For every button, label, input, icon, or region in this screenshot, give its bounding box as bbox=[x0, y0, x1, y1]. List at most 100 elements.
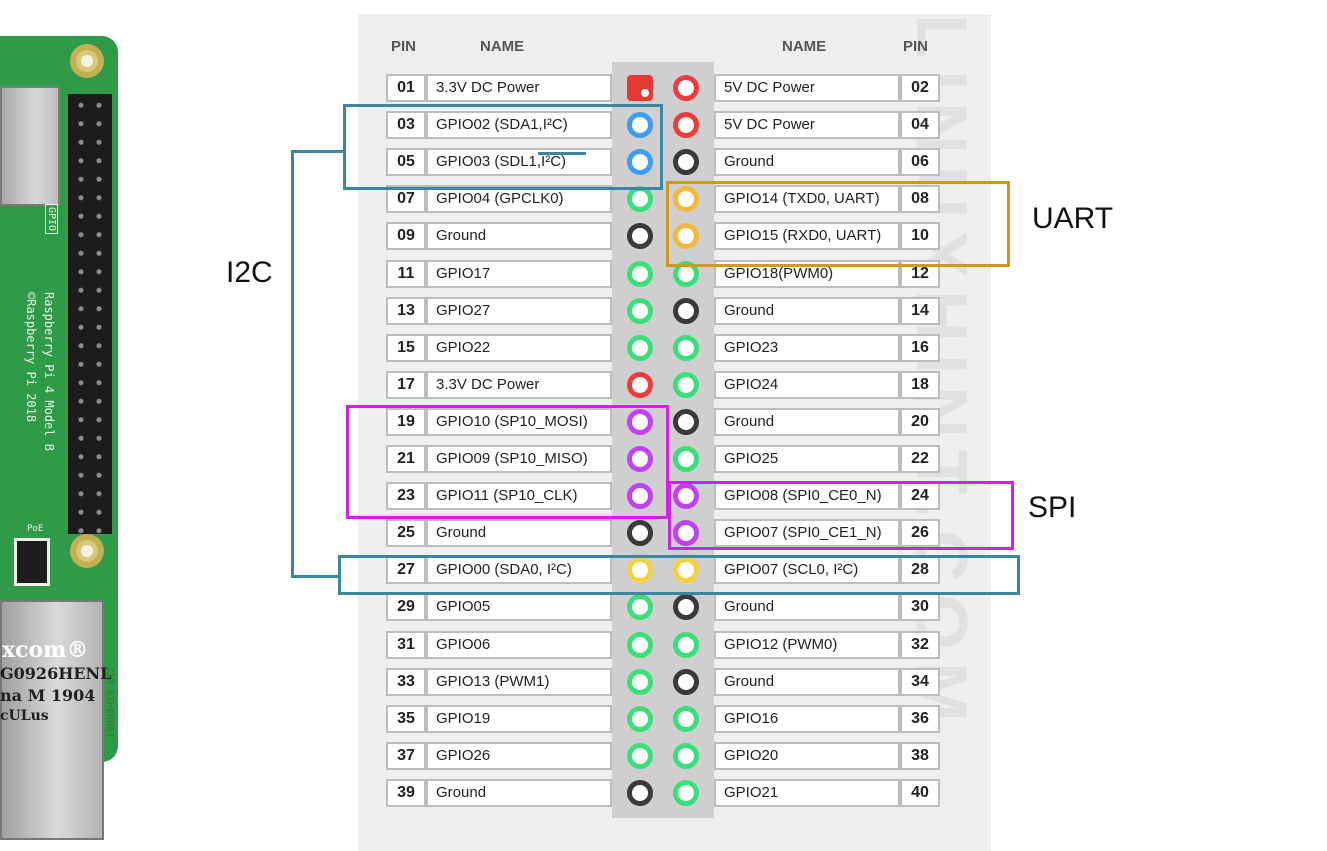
pin-name-right: GPIO23 bbox=[714, 334, 900, 362]
pin-name-right: GPIO08 (SPI0_CE0_N) bbox=[714, 482, 900, 510]
pin-number-left: 19 bbox=[386, 408, 426, 436]
pin-name-right: 5V DC Power bbox=[714, 74, 900, 102]
silk-model: Raspberry Pi 4 Model B bbox=[42, 292, 56, 451]
pin-name-left: GPIO09 (SP10_MISO) bbox=[426, 445, 612, 473]
header-name-left: NAME bbox=[480, 38, 525, 55]
chip-cert-mark: cULus bbox=[0, 708, 49, 724]
chip-part-number: G0926HENL bbox=[0, 664, 112, 683]
header-pin-left: PIN bbox=[391, 38, 417, 55]
pin-name-left: GPIO05 bbox=[426, 593, 612, 621]
pin-dot-right bbox=[673, 706, 699, 732]
pin-dot-right bbox=[673, 223, 699, 249]
pin-dot-right bbox=[673, 409, 699, 435]
spi-box-left bbox=[346, 405, 669, 519]
pin-dot-left bbox=[627, 298, 653, 324]
pin-name-left: GPIO13 (PWM1) bbox=[426, 668, 612, 696]
pin-dot-left bbox=[627, 409, 653, 435]
pin-dot-right bbox=[673, 112, 699, 138]
pin-dot-right bbox=[673, 520, 699, 546]
pin-number-right: 40 bbox=[900, 779, 940, 807]
pin-dot-left bbox=[627, 780, 653, 806]
pin-number-right: 28 bbox=[900, 556, 940, 584]
pin-dot-left bbox=[627, 706, 653, 732]
ethernet-port bbox=[0, 600, 104, 840]
pin-number-left: 29 bbox=[386, 593, 426, 621]
pin-dot-right bbox=[673, 446, 699, 472]
pin-name-left: GPIO22 bbox=[426, 334, 612, 362]
i2c-bracket-spine bbox=[291, 150, 294, 577]
pin-number-right: 30 bbox=[900, 593, 940, 621]
pin-dot-left bbox=[627, 669, 653, 695]
pin-dot-right bbox=[673, 780, 699, 806]
mounting-hole-top bbox=[70, 44, 104, 78]
pin-number-left: 35 bbox=[386, 705, 426, 733]
pin-dot-right bbox=[673, 372, 699, 398]
pin-dot-right bbox=[673, 669, 699, 695]
pin-number-left: 21 bbox=[386, 445, 426, 473]
pin-name-right: GPIO20 bbox=[714, 742, 900, 770]
pin-dot-left bbox=[627, 483, 653, 509]
pin-number-left: 39 bbox=[386, 779, 426, 807]
pin-dot-right bbox=[673, 632, 699, 658]
pin-number-left: 31 bbox=[386, 631, 426, 659]
pin-name-right: GPIO25 bbox=[714, 445, 900, 473]
pin-dot-left bbox=[627, 743, 653, 769]
pin-number-right: 24 bbox=[900, 482, 940, 510]
pin-dot-right bbox=[673, 149, 699, 175]
pin-number-right: 22 bbox=[900, 445, 940, 473]
i2c-box-bottom bbox=[338, 555, 1020, 595]
pin-number-left: 05 bbox=[386, 148, 426, 176]
pin-number-left: 25 bbox=[386, 519, 426, 547]
pin-dot-left bbox=[627, 223, 653, 249]
silk-copyright: ©Raspberry Pi 2018 bbox=[24, 292, 38, 423]
pin-number-right: 20 bbox=[900, 408, 940, 436]
header-name-right: NAME bbox=[782, 38, 827, 55]
uart-label: UART bbox=[1032, 202, 1114, 235]
pin-dot-right bbox=[673, 186, 699, 212]
chip-date-code: na M 1904 bbox=[0, 686, 96, 705]
pin-number-left: 37 bbox=[386, 742, 426, 770]
pin-name-left: GPIO10 (SP10_MOSI) bbox=[426, 408, 612, 436]
spi-label: SPI bbox=[1028, 491, 1077, 524]
pin-number-left: 09 bbox=[386, 222, 426, 250]
pin-name-left: GPIO26 bbox=[426, 742, 612, 770]
chip-brand: xcom® bbox=[2, 637, 89, 663]
pin-number-right: 06 bbox=[900, 148, 940, 176]
pin-name-left: GPIO06 bbox=[426, 631, 612, 659]
pin-dot-left bbox=[627, 557, 653, 583]
pin-name-right: GPIO16 bbox=[714, 705, 900, 733]
pin-name-right: GPIO14 (TXD0, UART) bbox=[714, 185, 900, 213]
pin-dot-left bbox=[627, 149, 653, 175]
pin-dot-left bbox=[627, 632, 653, 658]
silk-gpio-label: GPIO bbox=[45, 204, 58, 235]
pin-number-right: 38 bbox=[900, 742, 940, 770]
pin-number-right: 18 bbox=[900, 371, 940, 399]
silk-poe-label: PoE bbox=[27, 524, 44, 534]
pin-name-right: Ground bbox=[714, 668, 900, 696]
pin-number-left: 13 bbox=[386, 297, 426, 325]
pin-name-left: GPIO19 bbox=[426, 705, 612, 733]
pin-number-left: 03 bbox=[386, 111, 426, 139]
pin-number-right: 34 bbox=[900, 668, 940, 696]
pin-name-left: GPIO03 (SDL1,I²C) bbox=[426, 148, 612, 176]
mounting-hole-bottom bbox=[70, 534, 104, 568]
pin-name-right: Ground bbox=[714, 408, 900, 436]
pin-name-right: GPIO21 bbox=[714, 779, 900, 807]
header-pin-right: PIN bbox=[903, 38, 929, 55]
pin-name-left: GPIO02 (SDA1,I²C) bbox=[426, 111, 612, 139]
spi-box-right bbox=[668, 481, 1014, 550]
pin-number-left: 23 bbox=[386, 482, 426, 510]
pin-dot-left bbox=[627, 446, 653, 472]
pin-dot-left bbox=[627, 186, 653, 212]
pin-number-left: 01 bbox=[386, 74, 426, 102]
pin-number-left: 15 bbox=[386, 334, 426, 362]
pin-number-left: 11 bbox=[386, 260, 426, 288]
pin-name-right: GPIO07 (SCL0, I²C) bbox=[714, 556, 900, 584]
pin-dot-right bbox=[673, 298, 699, 324]
pin-dot-right bbox=[673, 335, 699, 361]
pin-dot-right bbox=[673, 75, 699, 101]
pin-number-right: 16 bbox=[900, 334, 940, 362]
pin-name-right: Ground bbox=[714, 593, 900, 621]
raspberry-pi-board-photo: GPIO ©Raspberry Pi 2018 Raspberry Pi 4 M… bbox=[0, 0, 138, 842]
pin-dot-left bbox=[627, 112, 653, 138]
